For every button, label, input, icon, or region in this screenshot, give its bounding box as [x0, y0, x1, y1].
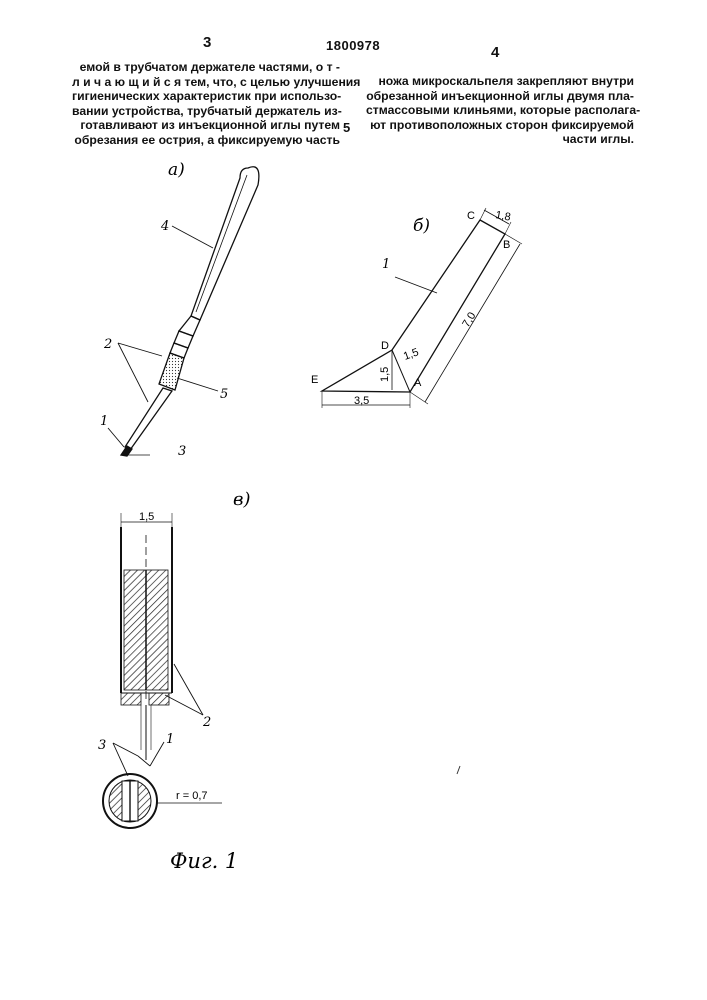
- scalpel-sleeve: [159, 353, 184, 390]
- scalpel-collar: [179, 316, 200, 336]
- dim-base: 3,5: [354, 395, 369, 407]
- blade-tip: [121, 446, 132, 456]
- callout-3: 3: [178, 444, 186, 459]
- callout-5: 5: [220, 387, 228, 402]
- radius-label: r = 0,7: [176, 790, 208, 802]
- callout-2-tube: 2: [202, 715, 211, 730]
- panel-v-drawing: [103, 513, 222, 828]
- panel-b-label: б): [413, 216, 430, 236]
- vertex-e: E: [311, 374, 318, 386]
- blade-outline: [322, 220, 505, 392]
- callout-2: 2: [103, 337, 112, 352]
- callout-1: 1: [100, 414, 108, 429]
- needle-tube: [125, 388, 172, 450]
- vertex-d: D: [381, 340, 389, 352]
- vertex-a: A: [414, 377, 422, 389]
- panel-a-drawing: [108, 167, 259, 456]
- callout-3-tube: 3: [98, 738, 106, 753]
- dim-height: 1,5: [379, 367, 391, 382]
- vertex-c: C: [467, 210, 475, 222]
- dim-da: 1,5: [402, 346, 420, 363]
- panel-v-label: в): [233, 489, 251, 510]
- vertex-b: B: [503, 239, 510, 251]
- callout-4: 4: [160, 219, 169, 234]
- panel-b-drawing: [322, 208, 522, 408]
- dim-tube-width: 1,5: [139, 511, 154, 523]
- panel-a-label: а): [168, 160, 185, 180]
- dim-cb: 1,8: [494, 209, 511, 223]
- callout-1-tube: 1: [166, 732, 174, 747]
- callout-1-blade: 1: [382, 257, 390, 272]
- dim-ba: 7,0: [460, 310, 478, 329]
- figure-caption: Фиг. 1: [170, 849, 238, 873]
